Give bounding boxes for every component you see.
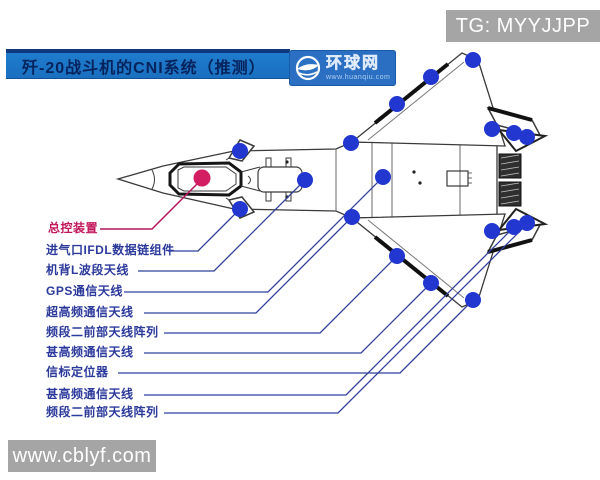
antenna-dot bbox=[506, 125, 522, 141]
label-band2-front-array-a: 频段二前部天线阵列 bbox=[46, 325, 159, 339]
label-gps-antenna: GPS通信天线 bbox=[46, 284, 123, 298]
leader-vhf-b bbox=[144, 226, 515, 396]
logo-url-text: www.huanqiu.com bbox=[326, 73, 391, 81]
label-intake-ifdl-datalink: 进气口IFDL数据链组件 bbox=[46, 243, 175, 257]
engine-nozzles bbox=[498, 153, 522, 207]
aircraft-drawing bbox=[115, 52, 549, 308]
leader-ifdl bbox=[168, 208, 241, 252]
leader-lband bbox=[138, 179, 306, 272]
antenna-dot bbox=[465, 292, 481, 308]
logo-name: 环球网 bbox=[326, 54, 381, 72]
leader-vhf-a bbox=[144, 282, 432, 354]
leader-master-control bbox=[100, 178, 203, 230]
label-vhf-antenna-a: 甚高频通信天线 bbox=[46, 345, 134, 359]
antenna-dot bbox=[506, 219, 522, 235]
huanqiu-logo: 环球网 www.huanqiu.com bbox=[289, 50, 396, 86]
watermark-top-right: TG: MYYJJPP bbox=[446, 10, 600, 42]
antenna-dot bbox=[344, 209, 360, 225]
title-banner: 歼-20战斗机的CNI系统（推测） bbox=[6, 49, 290, 79]
antenna-dot bbox=[465, 52, 481, 68]
antenna-dot bbox=[423, 69, 439, 85]
antenna-dot bbox=[519, 129, 535, 145]
label-uhf-antenna: 超高频通信天线 bbox=[46, 305, 134, 319]
leader-band2-a bbox=[164, 255, 398, 334]
wing-bottom bbox=[350, 213, 506, 308]
leader-beacon bbox=[118, 299, 474, 374]
label-vhf-antenna-b: 甚高频通信天线 bbox=[46, 387, 134, 401]
antenna-dot bbox=[297, 172, 313, 188]
watermark-bottom-left: www.cblyf.com bbox=[8, 440, 156, 472]
master-control-dot bbox=[193, 169, 211, 187]
leader-band2-b bbox=[164, 222, 529, 414]
antenna-dot bbox=[484, 121, 500, 137]
antenna-dot bbox=[389, 96, 405, 112]
antenna-dot bbox=[389, 248, 405, 264]
antenna-dot bbox=[519, 215, 535, 231]
page-title: 歼-20战斗机的CNI系统（推测） bbox=[22, 59, 266, 77]
label-dorsal-lband-antenna: 机背L波段天线 bbox=[46, 263, 129, 277]
label-band2-front-array-b: 频段二前部天线阵列 bbox=[46, 405, 159, 419]
antenna-dot bbox=[232, 143, 248, 159]
leader-lines bbox=[100, 176, 529, 414]
antenna-dot bbox=[484, 223, 500, 239]
antenna-dot bbox=[343, 135, 359, 151]
globe-swoosh-icon bbox=[295, 55, 321, 81]
antenna-dot bbox=[375, 169, 391, 185]
antenna-dot bbox=[232, 201, 248, 217]
label-master-control: 总控装置 bbox=[48, 221, 99, 235]
antenna-markers bbox=[193, 52, 535, 308]
leader-uhf bbox=[144, 216, 353, 314]
antenna-dot bbox=[423, 275, 439, 291]
label-beacon-locator: 信标定位器 bbox=[46, 365, 109, 379]
